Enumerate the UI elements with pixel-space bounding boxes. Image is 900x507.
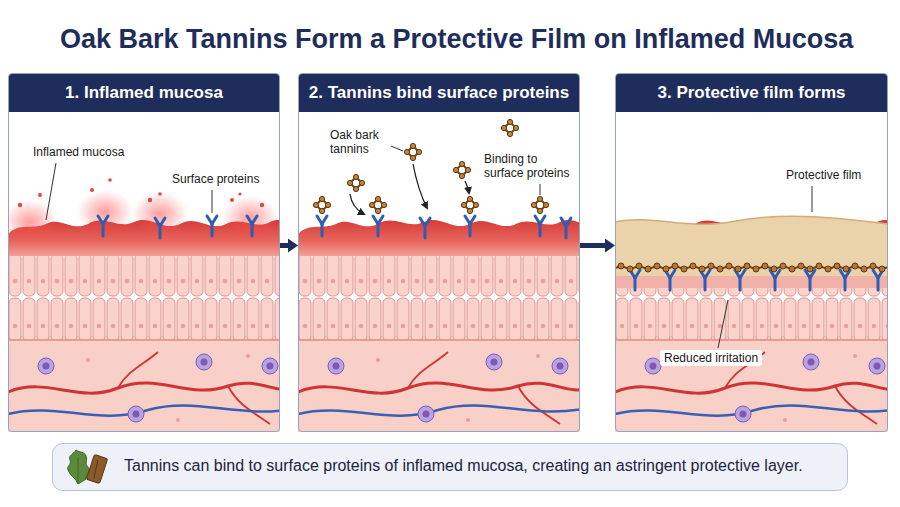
leader-line [718, 300, 728, 348]
tannin-chain [615, 261, 888, 275]
surface-protein [317, 216, 327, 236]
panel-illustration [8, 111, 280, 432]
process-panel: 2. Tannins bind surface proteins [298, 73, 580, 432]
leader-line [391, 146, 403, 151]
connector-line [580, 243, 606, 248]
leader-line [540, 184, 541, 195]
inflammation-glow [77, 190, 133, 234]
surface-protein [420, 218, 430, 238]
leader-line [212, 190, 213, 213]
inflammation-dot [90, 188, 94, 192]
arrow-head [288, 239, 298, 253]
callout-label: Oak bark tannins [330, 128, 388, 156]
callout-label: Binding to surface proteins [484, 152, 576, 180]
surface-protein [465, 216, 475, 236]
flow-arrow [580, 239, 615, 253]
inflammation-dot [108, 178, 112, 182]
panel-header-band: 1. Inflamed mucosa [9, 74, 279, 112]
inflammation-dot [158, 192, 162, 196]
mucosa-tissue [8, 111, 280, 432]
binding-arrow [465, 181, 469, 193]
inflammation-dot [148, 198, 152, 202]
caption-text: Tannins can bind to surface proteins of … [124, 455, 803, 477]
mucosa-tissue [615, 111, 888, 432]
free-tannin [404, 143, 421, 160]
panel-heading: 2. Tannins bind surface proteins [309, 83, 569, 103]
oak-leaf-icon [68, 450, 89, 484]
caption-box [53, 444, 848, 491]
inflammation-dot [18, 203, 22, 207]
bark-groove [92, 460, 100, 479]
binding-arrow [350, 194, 364, 214]
calmed-surface [615, 276, 888, 288]
surface-protein [207, 216, 217, 236]
inflammation-dot [230, 198, 234, 202]
callout-label: Surface proteins [172, 172, 259, 186]
panel-illustration [298, 111, 580, 432]
surface-protein [535, 216, 545, 236]
inflammation-dot [260, 203, 264, 207]
free-tannin [347, 174, 364, 191]
callout-label: Reduced irritation [660, 350, 762, 366]
callout-label: Protective film [786, 168, 861, 182]
connector-line [280, 243, 289, 248]
surface-protein [373, 216, 383, 236]
arrow-head [605, 239, 615, 253]
process-panel: 1. Inflamed mucosa [8, 73, 280, 432]
surface-protein [155, 218, 165, 238]
bark-icon [86, 454, 107, 483]
protective-film [615, 216, 888, 276]
inflammation-dot [238, 192, 241, 195]
leaf-vein [78, 458, 79, 484]
bound-tannin [531, 196, 548, 213]
flow-arrow [280, 239, 298, 253]
free-tannin [501, 119, 518, 136]
panel-header-band: 2. Tannins bind surface proteins [299, 74, 579, 112]
bound-tannin [369, 196, 386, 213]
binding-arrow [413, 164, 427, 208]
inflammation-glow [8, 200, 58, 244]
panel-heading: 3. Protective film forms [657, 83, 845, 103]
free-tannin [453, 161, 470, 178]
panel-header-band: 3. Protective film forms [616, 74, 887, 112]
leader-line [46, 163, 56, 220]
leader-line [812, 186, 813, 212]
mucosa-tissue [298, 111, 580, 432]
process-panel: 3. Protective film forms [615, 73, 888, 432]
callout-label: Inflamed mucosa [33, 145, 124, 159]
diagram-title: Oak Bark Tannins Form a Protective Film … [60, 22, 853, 56]
bound-tannin [461, 196, 478, 213]
film-edge [615, 216, 888, 224]
panel-heading: 1. Inflamed mucosa [65, 83, 223, 103]
inflammation-dot [38, 193, 42, 197]
surface-protein [561, 218, 571, 238]
panel-illustration [615, 111, 888, 432]
bound-tannin [313, 196, 330, 213]
surface-protein [247, 216, 257, 236]
inflammation-glow [222, 196, 278, 240]
surface-protein [98, 216, 108, 236]
